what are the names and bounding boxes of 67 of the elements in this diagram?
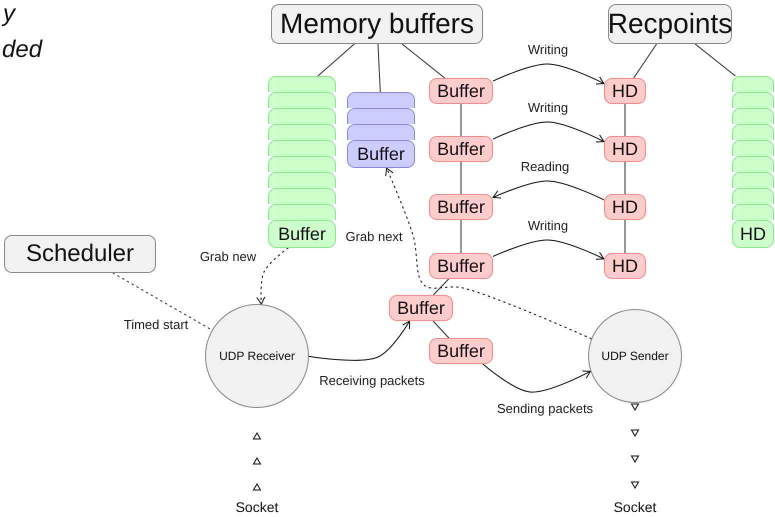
edge-label: Writing [526, 218, 570, 233]
buffer-box [429, 194, 493, 220]
connector-line [317, 44, 355, 76]
node-label: Buffer [437, 340, 485, 362]
buffer-box [389, 295, 453, 321]
edge-label: Timed start [122, 317, 190, 332]
node-label: HD [612, 256, 638, 276]
node-label: HD [612, 138, 638, 160]
node-label: Buffer [278, 224, 326, 244]
dotted-line [112, 272, 212, 331]
stacked-buffer-box [268, 188, 336, 204]
connector-line [460, 220, 462, 254]
node-label: HD [612, 196, 638, 218]
buffer-box [429, 253, 493, 279]
stacked-buffer-box [347, 124, 415, 140]
stacked-buffer-box [347, 108, 415, 124]
edge-label: Receiving packets [318, 373, 426, 388]
stacked-buffer-box [268, 92, 336, 108]
connector-line [460, 104, 462, 136]
stacked-buffer-box [268, 156, 336, 172]
node-label: Buffer [437, 256, 485, 276]
connector-line [402, 44, 446, 78]
scheduler-box [4, 235, 156, 273]
stacked-buffer-box [268, 172, 336, 188]
edge-label: Sending packets [496, 401, 594, 416]
node-label: Buffer [437, 196, 485, 218]
connector-line [624, 220, 626, 254]
socket-label: Socket [236, 499, 278, 515]
buffer-box [347, 140, 415, 168]
node-label: UDP Receiver [219, 349, 295, 363]
cropped-text: ded [2, 36, 42, 64]
node-label: Scheduler [26, 240, 134, 268]
node-label: Buffer [397, 298, 445, 318]
node-label: Memory buffers [280, 8, 474, 40]
edge-label: Writing [526, 100, 570, 115]
socket-label: Socket [614, 499, 656, 515]
connector-line [633, 44, 658, 78]
edge-label: Grab new [198, 249, 258, 264]
stacked-buffer-box [268, 140, 336, 156]
stacked-buffer-box [268, 204, 336, 220]
connector-line [460, 162, 462, 194]
node-label: Buffer [437, 138, 485, 160]
node-label: HD [740, 224, 766, 244]
edge-label: Writing [526, 42, 570, 57]
node-label: UDP Sender [601, 349, 669, 363]
connector-line [624, 104, 626, 136]
stacked-buffer-box [268, 124, 336, 140]
stacked-buffer-box [268, 76, 336, 92]
stacked-buffer-box [347, 92, 415, 108]
group-header-box [271, 4, 483, 44]
buffer-box [429, 78, 493, 104]
node-label: Recpoints [608, 8, 732, 40]
connector-line [377, 44, 381, 92]
edge-label: Grab next [344, 229, 404, 244]
edge-label: Reading [520, 159, 570, 174]
connector-line [694, 44, 736, 76]
cropped-text: y [3, 0, 15, 28]
node-label: Buffer [437, 80, 485, 102]
stacked-buffer-box [268, 108, 336, 124]
buffer-box [429, 338, 493, 364]
connector-line [432, 278, 450, 296]
buffer-box [268, 220, 336, 248]
buffer-box [429, 136, 493, 162]
node-label: Buffer [357, 144, 405, 164]
connector-line [432, 320, 450, 338]
node-label: HD [612, 80, 638, 102]
connector-line [624, 162, 626, 194]
